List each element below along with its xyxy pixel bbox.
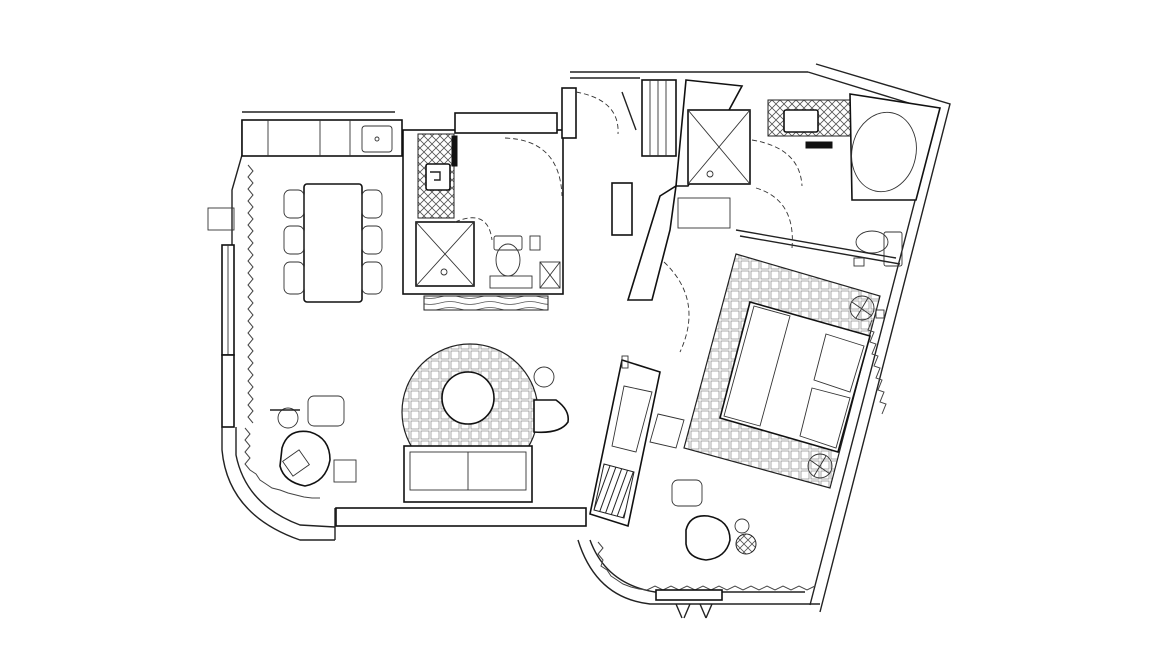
wood-bench-1 [423, 295, 549, 311]
right-wing [577, 63, 951, 619]
ottoman-left [333, 459, 357, 483]
side-stool [533, 366, 555, 388]
floor-lamp [277, 407, 299, 429]
lamp-bedside-2 [807, 453, 833, 479]
side-table-left [307, 395, 345, 427]
bed [719, 301, 871, 453]
stair [641, 79, 677, 157]
round-coffee-table [441, 371, 495, 425]
ottoman-right [671, 479, 703, 507]
window-bottom [655, 589, 723, 601]
closet-panel [611, 182, 633, 236]
desk-chair [649, 413, 685, 449]
left-wing [207, 111, 587, 541]
toilet-1 [493, 235, 523, 251]
center-core [402, 112, 564, 311]
bathtub [849, 93, 941, 201]
cabinet-x [539, 261, 561, 289]
dining-table [303, 183, 363, 303]
bay-window-left [221, 427, 335, 541]
lamp-bedside-1 [849, 295, 875, 321]
kitchen-sink [361, 125, 393, 153]
bay-window-right [577, 539, 820, 605]
lounge-chair [533, 399, 570, 434]
side-table-right [734, 518, 750, 534]
wardrobe-slats [593, 463, 635, 519]
armchair-right [685, 514, 731, 561]
kitchen-counter [241, 119, 403, 157]
entry [561, 71, 808, 236]
pillows [813, 333, 865, 393]
dining-chairs [283, 189, 383, 295]
